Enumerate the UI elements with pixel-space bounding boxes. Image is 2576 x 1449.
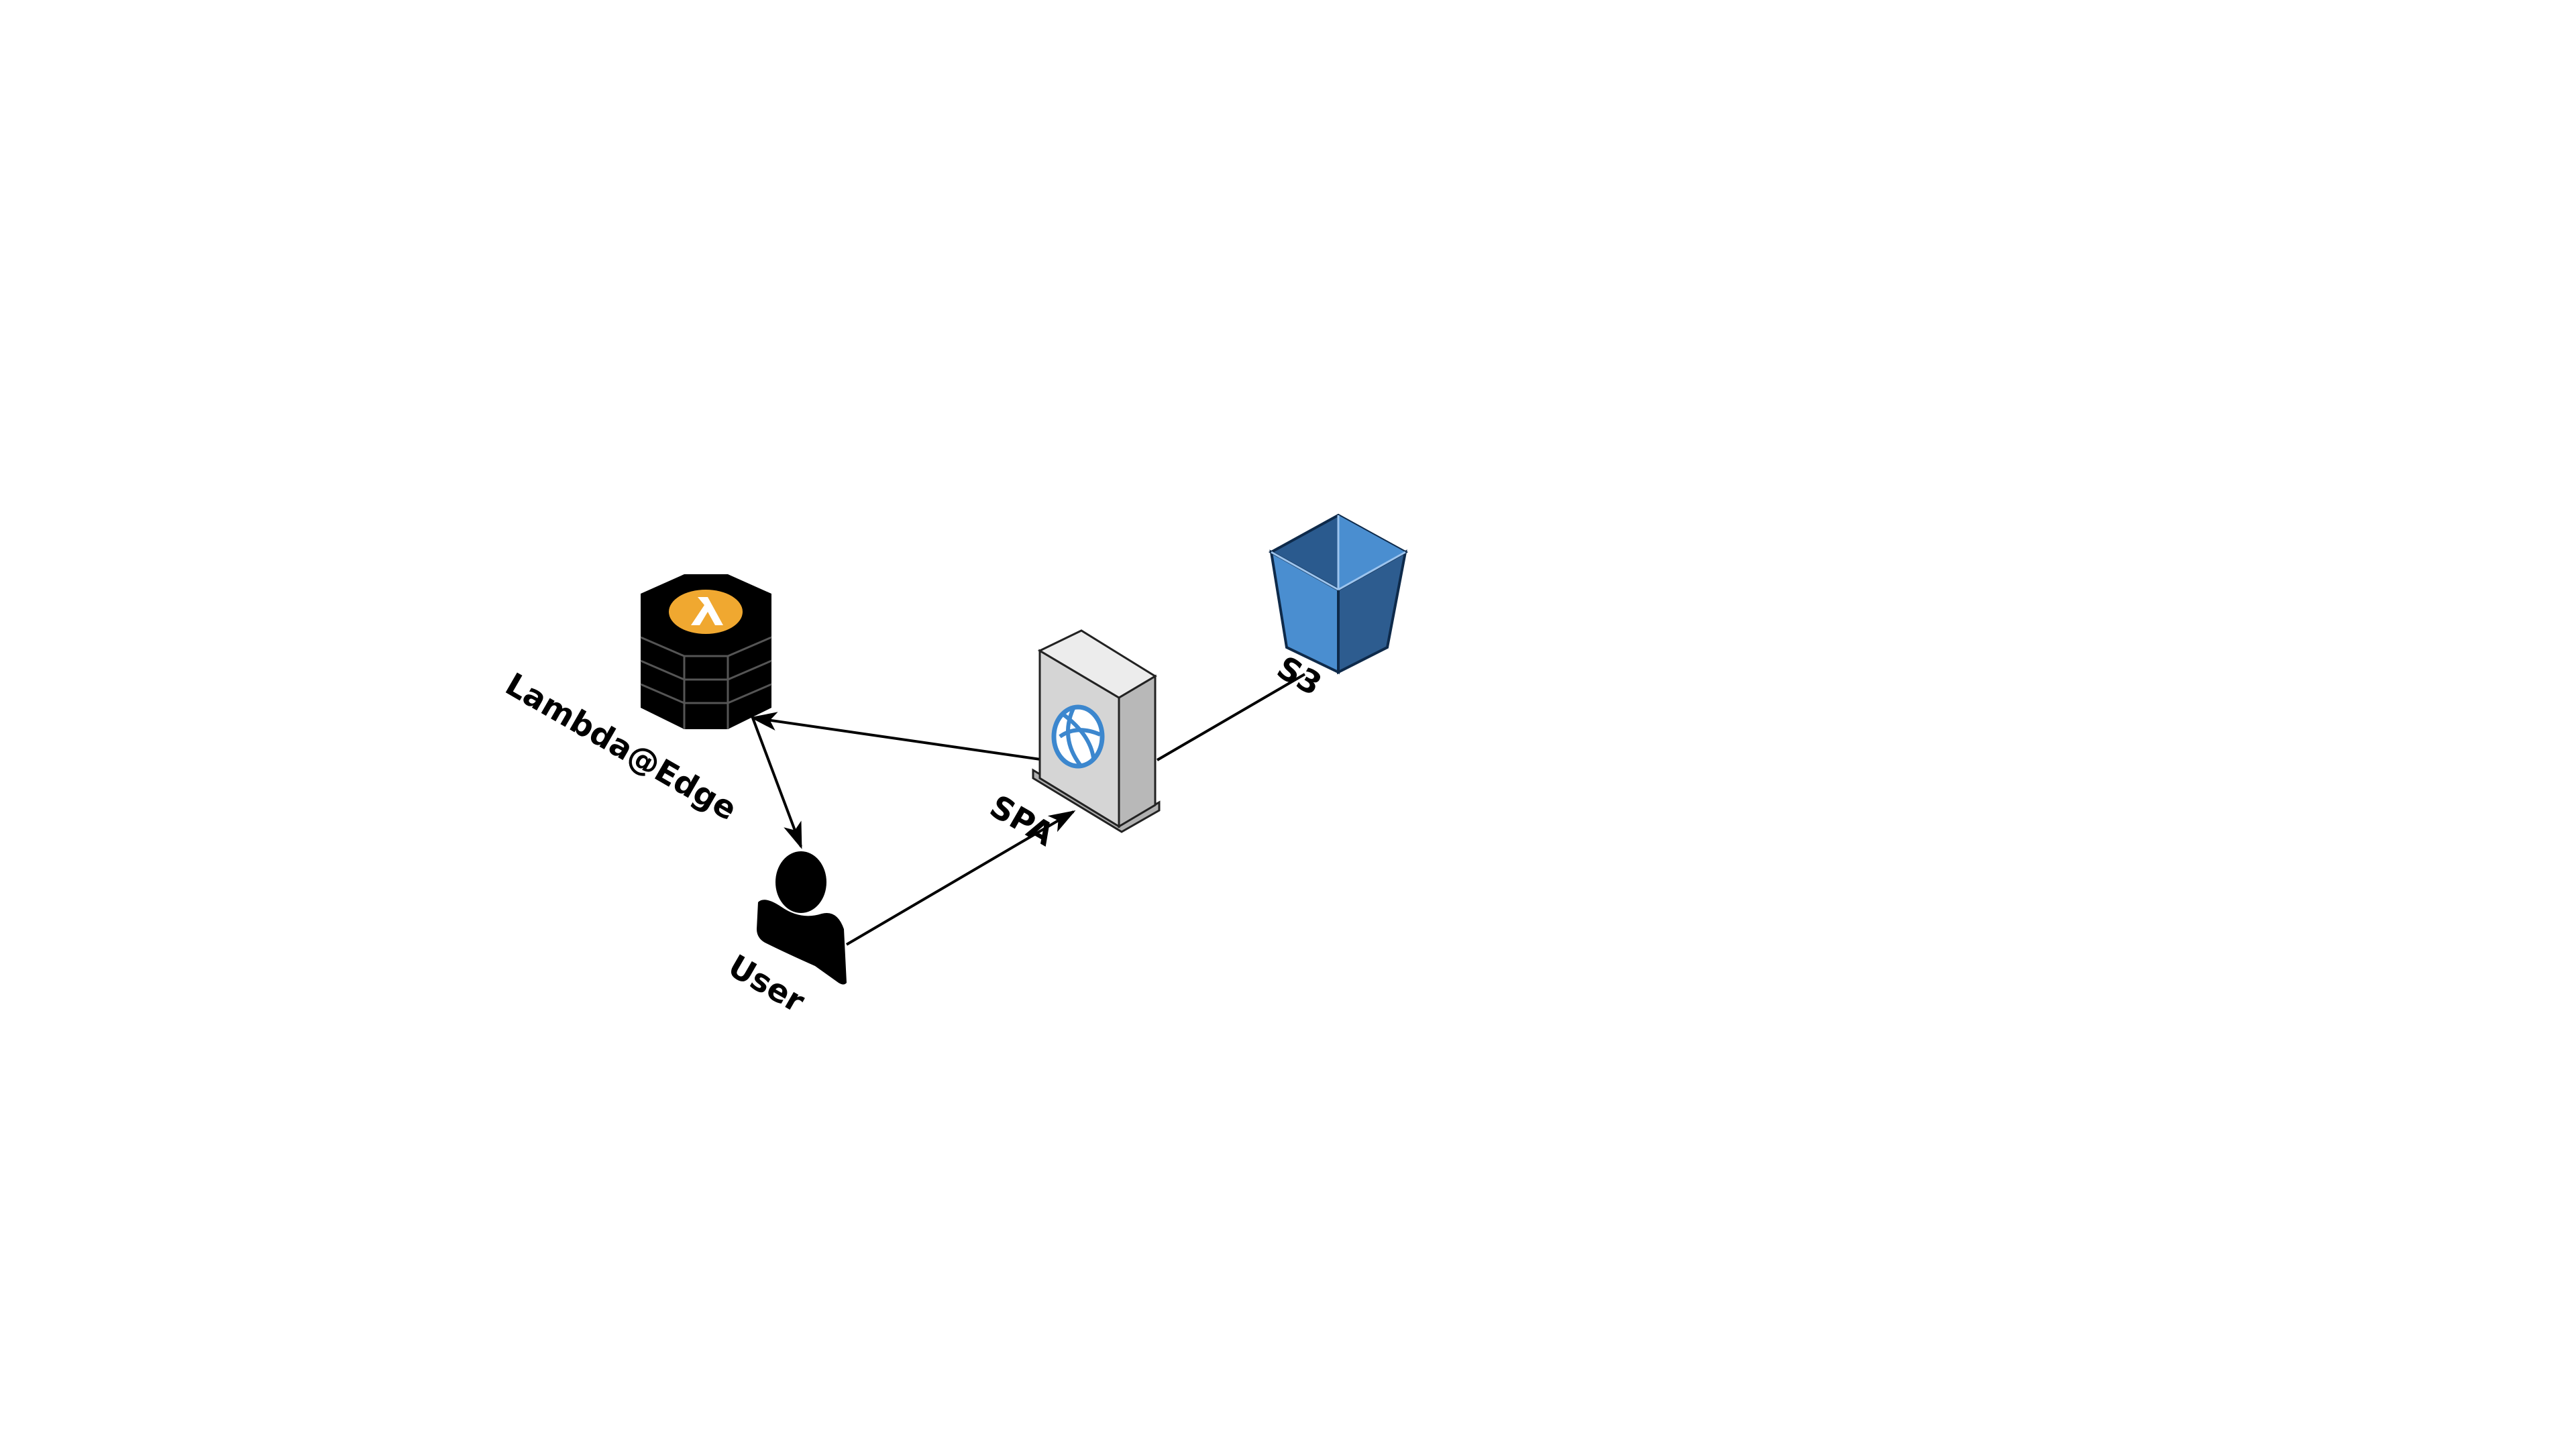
s3-node[interactable]: S3 [1268, 513, 1409, 704]
edge-spa-to-s3 [1156, 673, 1306, 761]
user-label: User [722, 948, 811, 1021]
edge-user-to-spa [845, 810, 1076, 946]
user-node[interactable]: User [722, 851, 847, 1020]
spa-node[interactable]: SPA [983, 629, 1161, 854]
lambda-node[interactable]: Lambda@Edge [499, 574, 772, 828]
edge-lambda-to-user [751, 717, 802, 849]
web-server-globe-icon [1032, 629, 1161, 833]
edges [750, 673, 1306, 946]
globe-icon [1051, 704, 1105, 769]
spa-label: SPA [983, 788, 1061, 854]
lambda-edge-stack-icon [640, 574, 772, 729]
edge-spa-to-lambda [750, 712, 1046, 761]
user-silhouette-icon [757, 851, 847, 985]
s3-bucket-icon [1268, 513, 1409, 675]
